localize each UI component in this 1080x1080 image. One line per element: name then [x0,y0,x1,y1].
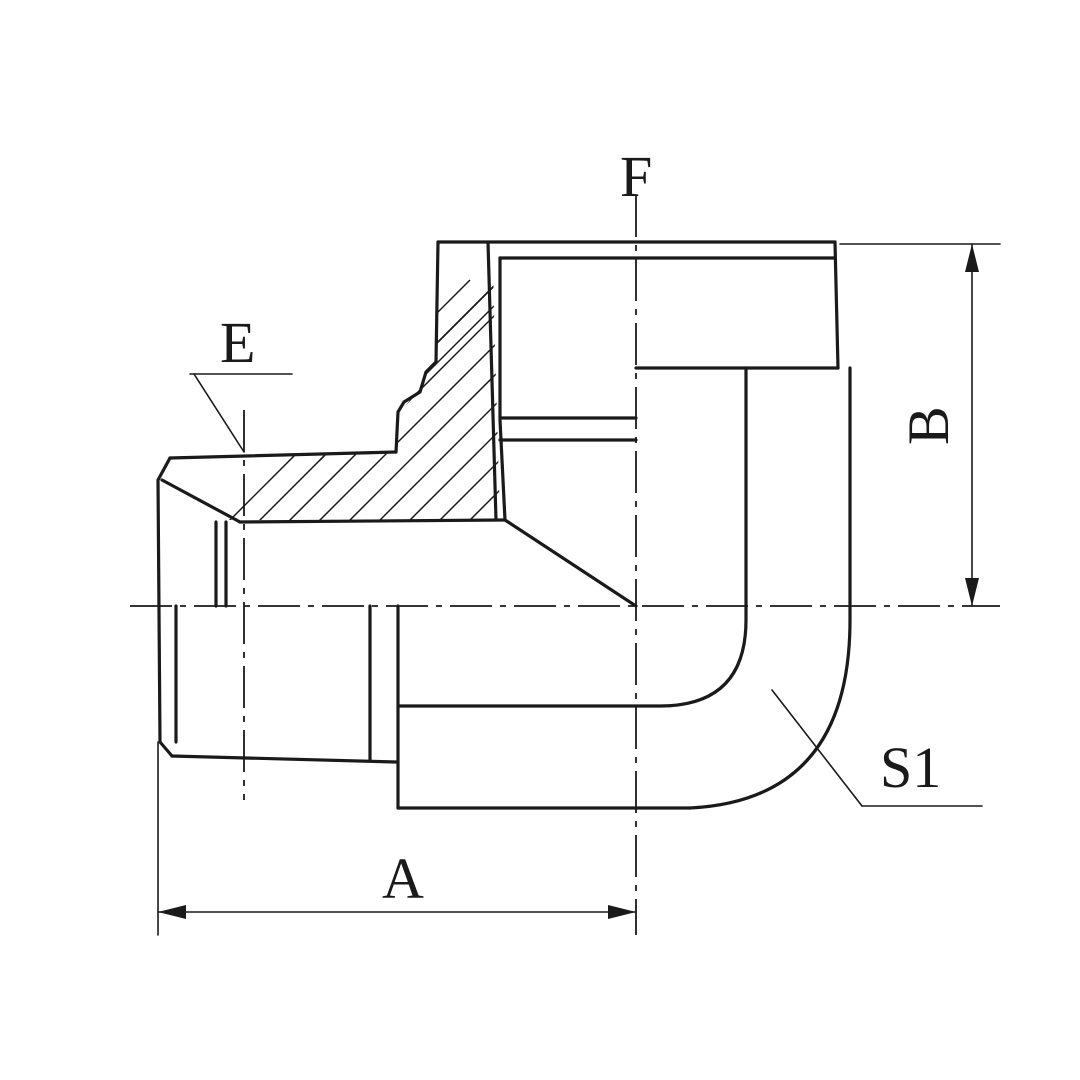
male-thread-end [156,450,638,810]
label-f: F [620,144,652,209]
elbow-bend [396,366,852,810]
section-hatch [166,243,500,520]
dimension-b [839,243,1001,607]
leader-e [189,373,293,453]
leader-s1 [771,689,983,807]
upper-body [394,240,840,522]
label-a: A [382,846,424,911]
dimension-a [157,741,637,936]
label-b: B [896,406,961,445]
center-lines [130,195,1000,935]
label-e: E [220,310,255,375]
label-s1: S1 [880,735,941,800]
